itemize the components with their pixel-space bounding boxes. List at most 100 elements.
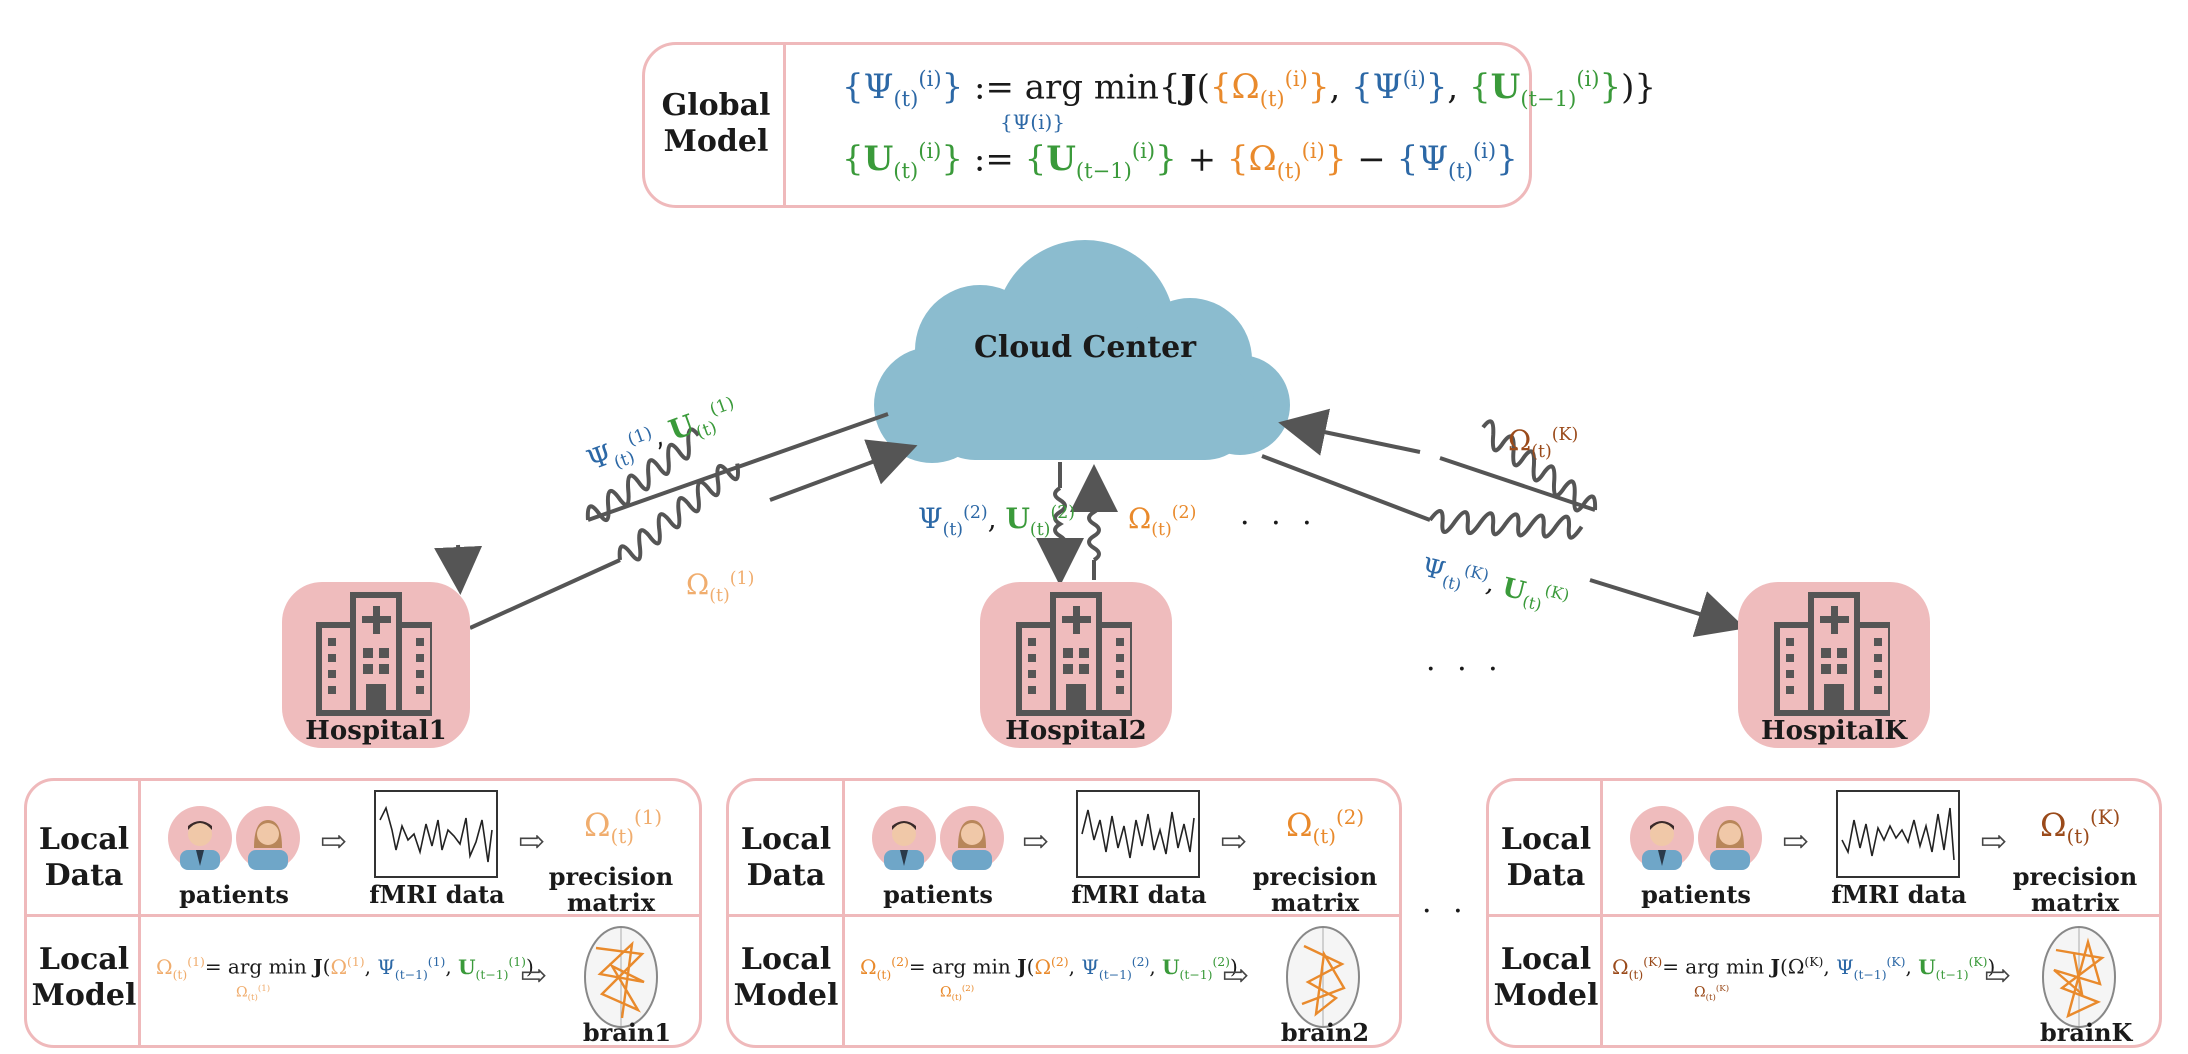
local-model-line2: Model xyxy=(31,978,137,1013)
panel-2-local-model-label: Local Model xyxy=(732,942,840,1014)
precision-line2: matrix xyxy=(2030,888,2120,917)
panel-2-local-data-label: Local Data xyxy=(732,822,840,894)
fmri-label: fMRI data xyxy=(369,880,505,909)
precision-line1: precision xyxy=(1252,862,1378,891)
patient-female-icon xyxy=(940,806,1004,870)
precision-line2: matrix xyxy=(1270,888,1360,917)
local-data-line2: Data xyxy=(44,858,124,893)
precision-omega: Ω(t)(1) xyxy=(584,806,663,849)
fmri-plot xyxy=(1836,790,1960,878)
fmri-plot xyxy=(374,790,498,878)
patient-male-icon xyxy=(168,806,232,870)
arrow-right-icon: ⇨ xyxy=(1022,822,1049,860)
local-panel-1 xyxy=(24,778,702,1048)
hospital-1-label: Hospital1 xyxy=(305,716,447,746)
arrow-right-icon: ⇨ xyxy=(1782,822,1809,860)
arrow-right-icon: ⇨ xyxy=(1220,822,1247,860)
local-model-line1: Local xyxy=(38,942,130,977)
local-model-under: Ω(t)(K) xyxy=(1694,984,1730,1004)
local-model-equation: Ω(t)(1)= arg min J(Ω(1), Ψ(t−1)(1), U(t−… xyxy=(156,954,534,982)
precision-matrix-label: precision matrix xyxy=(546,864,676,916)
local-model-line2: Model xyxy=(733,978,839,1013)
global-model-label-line1: Global xyxy=(661,88,771,123)
panel-1-local-model-label: Local Model xyxy=(30,942,138,1014)
local-model-line2: Model xyxy=(1493,978,1599,1013)
precision-omega: Ω(t)(K) xyxy=(2040,806,2121,849)
global-model-label: Global Model xyxy=(656,88,776,160)
patients-label: patients xyxy=(883,880,993,909)
patients-label: patients xyxy=(1641,880,1751,909)
panel-2-divider-v xyxy=(842,780,845,1046)
fmri-label: fMRI data xyxy=(1831,880,1967,909)
arrow-right-icon: ⇨ xyxy=(1222,956,1249,994)
local-model-under: Ω(t)(1) xyxy=(236,984,271,1004)
local-model-line1: Local xyxy=(1500,942,1592,977)
panel-1-local-data-label: Local Data xyxy=(30,822,138,894)
arrow-right-icon: ⇨ xyxy=(520,956,547,994)
local-data-line1: Local xyxy=(38,822,130,857)
patient-male-icon xyxy=(872,806,936,870)
brain-network-icon xyxy=(2042,926,2116,1028)
precision-line1: precision xyxy=(548,862,674,891)
hospital-icon xyxy=(1016,592,1132,716)
local-model-equation: Ω(t)(K)= arg min J(Ω(K), Ψ(t−1)(K), U(t−… xyxy=(1612,954,1996,982)
fmri-plot xyxy=(1076,790,1200,878)
brain-label: brain2 xyxy=(1280,1018,1370,1047)
local-model-equation: Ω(t)(2)= arg min J(Ω(2), Ψ(t−1)(2), U(t−… xyxy=(860,954,1238,982)
ellipsis-hospitals: · · · xyxy=(1426,652,1504,687)
ellipsis-panels: · · · xyxy=(1422,894,1500,929)
global-model-label-line2: Model xyxy=(663,124,769,159)
precision-line1: precision xyxy=(2012,862,2138,891)
global-model-box xyxy=(642,42,1532,208)
global-equation-1: {Ψ(t)(i)} := arg min{J({Ω(t)(i)}, {Ψ(i)}… xyxy=(842,66,1657,112)
patient-female-icon xyxy=(1698,806,1762,870)
arrow-right-icon: ⇨ xyxy=(518,822,545,860)
arrow-right-icon: ⇨ xyxy=(320,822,347,860)
panel-k-divider-v xyxy=(1600,780,1603,1046)
global-model-divider xyxy=(783,44,786,206)
hospital-icon xyxy=(1774,592,1890,716)
panel-1-divider-v xyxy=(138,780,141,1046)
patient-male-icon xyxy=(1630,806,1694,870)
local-data-line2: Data xyxy=(746,858,826,893)
hospital-2: Hospital2 xyxy=(980,582,1172,748)
panel-k-local-data-label: Local Data xyxy=(1492,822,1600,894)
local-data-line2: Data xyxy=(1506,858,1586,893)
hospital-k-label: HospitalK xyxy=(1761,716,1907,746)
arrow-right-icon: ⇨ xyxy=(1984,956,2011,994)
precision-omega: Ω(t)(2) xyxy=(1286,806,1365,849)
fmri-label: fMRI data xyxy=(1071,880,1207,909)
hospital-icon xyxy=(316,592,432,716)
precision-matrix-label: precision matrix xyxy=(1250,864,1380,916)
cloud-center-label: Cloud Center xyxy=(973,330,1197,365)
h2-up-label: Ω(t)(2) xyxy=(1128,502,1197,540)
brain-label: brainK xyxy=(2040,1018,2133,1047)
local-panel-2 xyxy=(726,778,1402,1048)
local-model-line1: Local xyxy=(740,942,832,977)
brain-network-icon xyxy=(1286,926,1360,1028)
patients-label: patients xyxy=(179,880,289,909)
local-data-line1: Local xyxy=(740,822,832,857)
precision-line2: matrix xyxy=(566,888,656,917)
patient-female-icon xyxy=(236,806,300,870)
panel-2-divider-h xyxy=(728,914,1400,917)
local-model-under: Ω(t)(2) xyxy=(940,984,975,1004)
brain-label: brain1 xyxy=(582,1018,672,1047)
global-equation-1-under: {Ψ(i)} xyxy=(1000,110,1065,134)
hk-up-label: Ω(t)(K) xyxy=(1508,424,1579,462)
precision-matrix-label: precision matrix xyxy=(2010,864,2140,916)
hospital-k: HospitalK xyxy=(1738,582,1930,748)
arrow-right-icon: ⇨ xyxy=(1980,822,2007,860)
hospital-1: Hospital1 xyxy=(282,582,470,748)
global-equation-2: {U(t)(i)} := {U(t−1)(i)} + {Ω(t)(i)} − {… xyxy=(842,138,1518,184)
h2-down-label: Ψ(t)(2), U(t)(2) xyxy=(918,502,1076,540)
panel-k-divider-h xyxy=(1488,914,2160,917)
cloud-center-shape xyxy=(874,240,1290,463)
hospital-2-label: Hospital2 xyxy=(1005,716,1147,746)
panel-1-divider-h xyxy=(26,914,700,917)
brain-network-icon xyxy=(584,926,658,1028)
h1-up-label: Ω(t)(1) xyxy=(686,568,755,606)
local-data-line1: Local xyxy=(1500,822,1592,857)
ellipsis-cloud: · · · xyxy=(1240,506,1318,541)
